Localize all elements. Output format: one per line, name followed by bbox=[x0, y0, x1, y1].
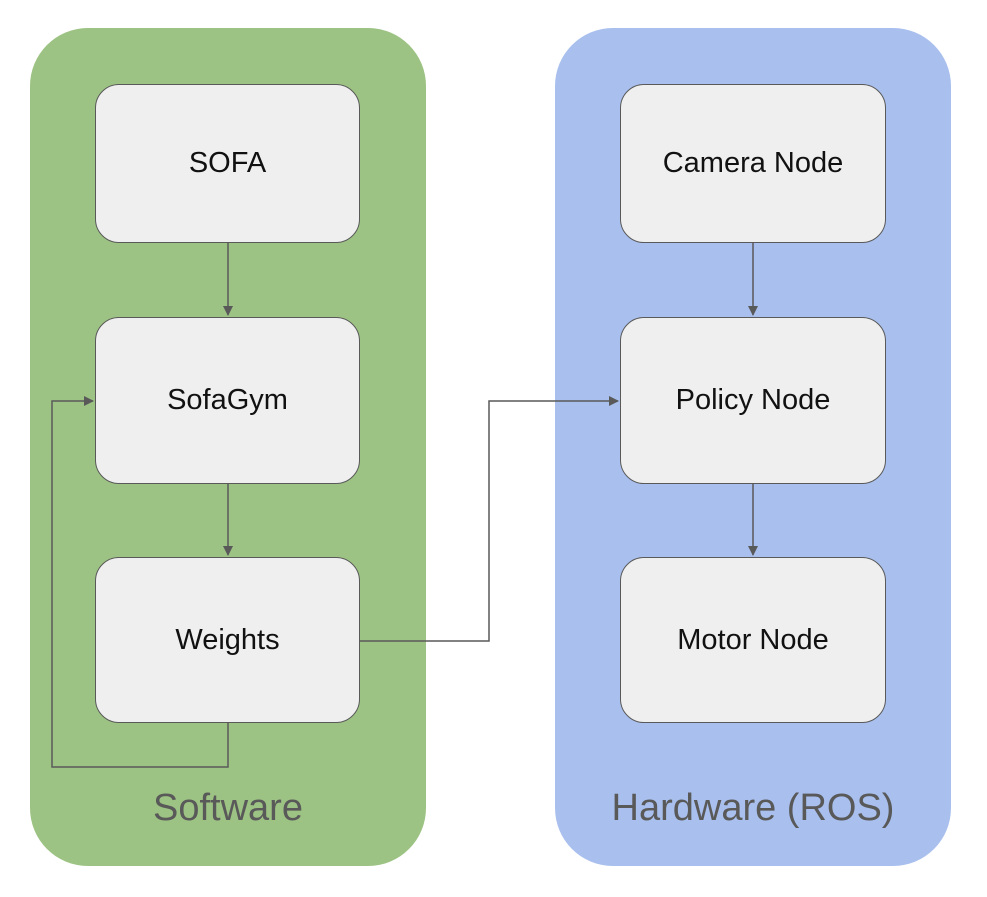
node-weights-label: Weights bbox=[175, 623, 280, 656]
arrow-weights-to-policy bbox=[360, 396, 619, 642]
node-policy-label: Policy Node bbox=[675, 384, 831, 416]
node-camera-label: Camera Node bbox=[662, 147, 844, 179]
node-sofa-label: SOFA bbox=[188, 147, 267, 179]
node-motor-label: Motor Node bbox=[677, 623, 829, 656]
software-group-label: Software bbox=[153, 787, 303, 829]
node-sofagym-label: SofaGym bbox=[167, 384, 288, 416]
hardware-group-label: Hardware (ROS) bbox=[611, 787, 895, 829]
node-policy[interactable]: Policy Node bbox=[620, 317, 886, 484]
node-weights[interactable]: Weights bbox=[95, 557, 360, 723]
node-sofagym[interactable]: SofaGym bbox=[95, 317, 360, 484]
node-camera[interactable]: Camera Node bbox=[620, 84, 886, 243]
arrow-weights-loop-to-sofagym bbox=[51, 396, 229, 768]
node-motor[interactable]: Motor Node bbox=[620, 557, 886, 723]
node-sofa[interactable]: SOFA bbox=[95, 84, 360, 243]
